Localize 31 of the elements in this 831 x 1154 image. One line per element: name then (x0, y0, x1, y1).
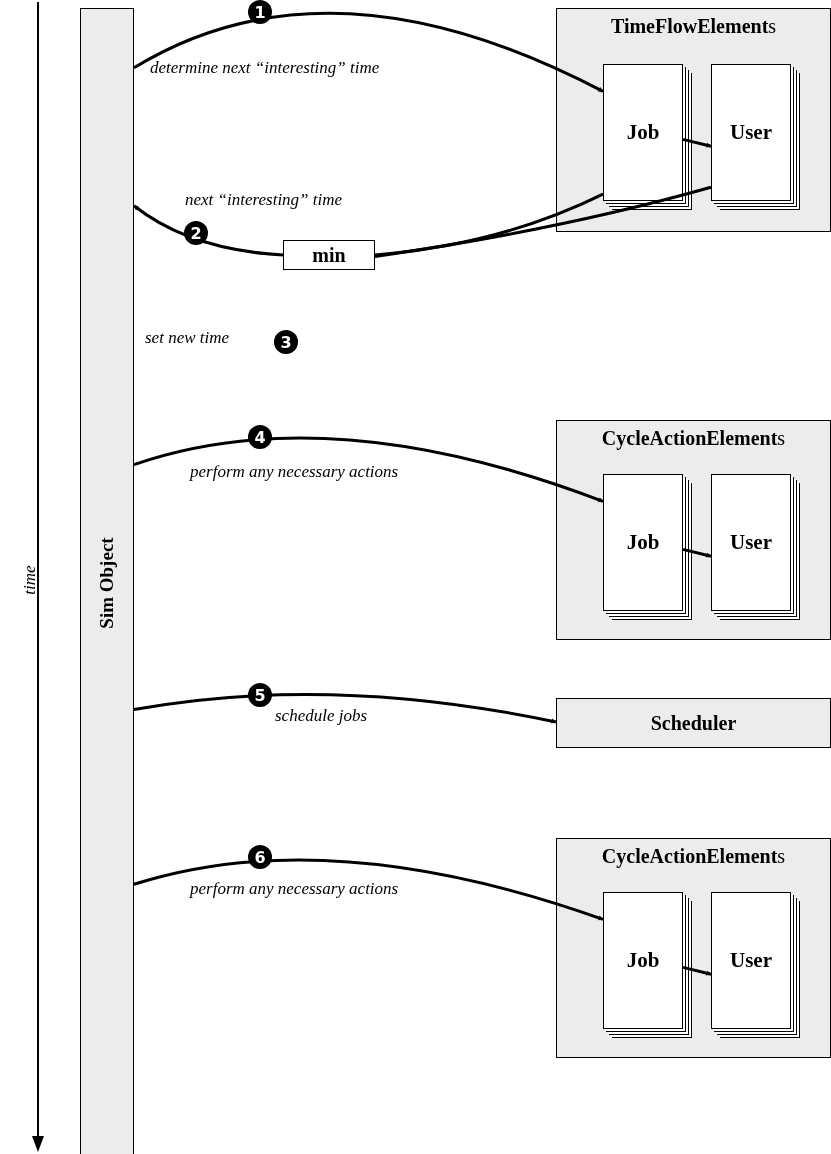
group-panel (556, 838, 831, 1058)
callout-number: 4 (248, 425, 272, 449)
arrow (133, 692, 557, 724)
process-box: Scheduler (556, 698, 831, 748)
axis-label: time (19, 565, 40, 595)
edge-label: perform any necessary actions (190, 462, 399, 482)
group-panel (556, 8, 831, 232)
arrow (133, 436, 604, 503)
arrow (133, 858, 604, 921)
callout-number: 6 (248, 845, 272, 869)
edge-label: schedule jobs (275, 706, 368, 726)
arrow (133, 204, 284, 257)
callout-number: 3 (274, 330, 298, 354)
callout-number: 1 (248, 0, 272, 24)
callout-number: 5 (248, 683, 272, 707)
group-title: CycleActionElements (601, 427, 786, 450)
edge-label: perform any necessary actions (190, 879, 399, 899)
callout-number: 2 (184, 221, 208, 245)
group-title: CycleActionElements (601, 845, 786, 868)
edge-label: determine next “interesting” time (150, 58, 380, 78)
arrow (682, 547, 712, 558)
group-panel (556, 420, 831, 640)
arrow (682, 137, 712, 148)
note-text: set new time (145, 328, 230, 348)
object-bar (80, 8, 134, 1154)
object-label: Sim Object (96, 537, 118, 629)
edge-label: next “interesting” time (185, 190, 343, 210)
arrow (133, 12, 604, 93)
arrow (682, 965, 712, 976)
process-box: min (283, 240, 375, 270)
group-title: TimeFlowElements (610, 15, 777, 38)
